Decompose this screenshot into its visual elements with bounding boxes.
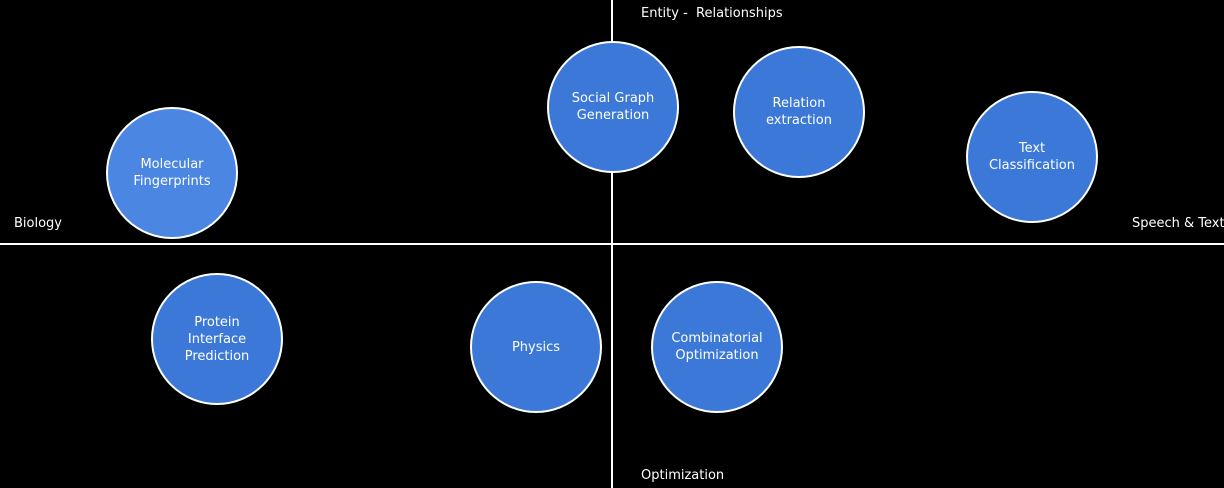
node-physics: Physics xyxy=(470,281,602,413)
node-label: Protein Interface Prediction xyxy=(184,314,250,364)
axis-label-bottom: Optimization xyxy=(641,468,725,483)
node-text-classification: Text Classification xyxy=(966,91,1098,223)
node-label: Molecular Fingerprints xyxy=(133,157,211,189)
node-relation-extraction: Relation extraction xyxy=(733,46,865,178)
node-label: Combinatorial Optimization xyxy=(671,331,763,363)
node-label: Physics xyxy=(511,339,561,355)
node-social-graph-generation: Social Graph Generation xyxy=(547,41,679,173)
node-combinatorial-optimization: Combinatorial Optimization xyxy=(651,281,783,413)
axis-label-right: Speech & Text xyxy=(1132,216,1224,231)
node-molecular-fingerprints: Molecular Fingerprints xyxy=(106,107,238,239)
node-label: Text Classification xyxy=(988,141,1076,173)
axis-label-left: Biology xyxy=(14,216,62,231)
node-label: Relation extraction xyxy=(766,96,832,128)
node-protein-interface-prediction: Protein Interface Prediction xyxy=(151,273,283,405)
axis-label-top: Entity - Relationships xyxy=(641,6,783,21)
vertical-axis xyxy=(611,0,613,488)
node-label: Social Graph Generation xyxy=(571,91,655,123)
